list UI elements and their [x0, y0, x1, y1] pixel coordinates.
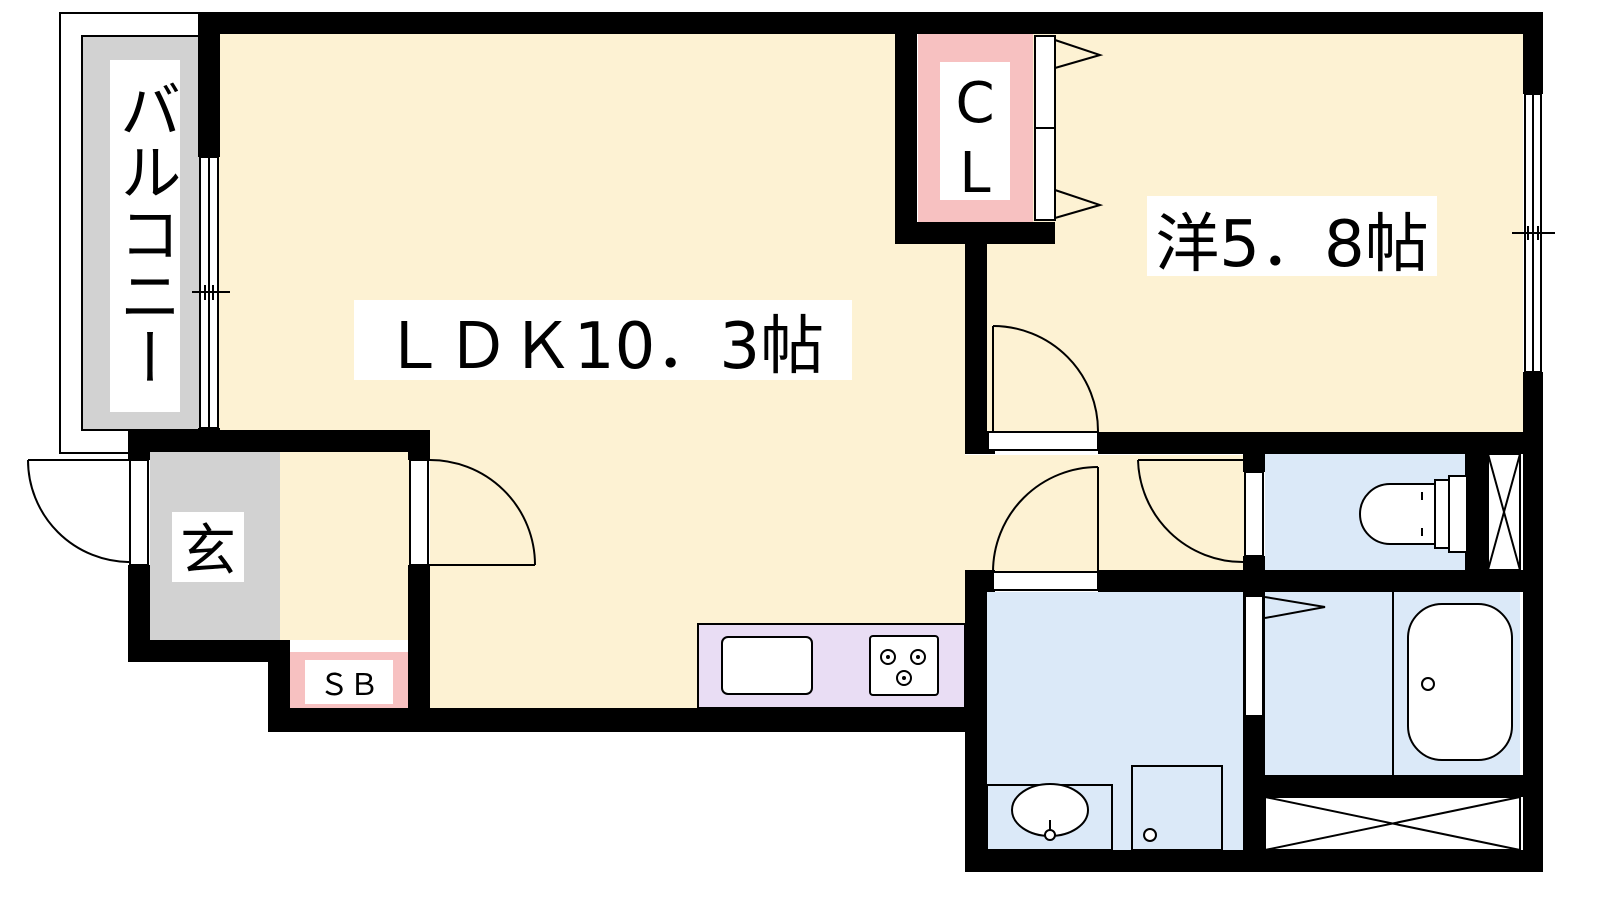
entrance-label-bg: [172, 512, 244, 582]
toilet-fixture: [1359, 475, 1468, 553]
closet-label-l: L: [959, 141, 990, 206]
windows: [192, 93, 1555, 429]
entrance-label: 玄: [180, 519, 236, 584]
kitchen-counter: [697, 623, 966, 709]
walls: [128, 12, 1543, 872]
toilet-storage: [1487, 453, 1521, 571]
balcony-label-bg: [110, 60, 180, 412]
closet-label-c: C: [955, 71, 994, 136]
western-label-bg: [1147, 196, 1437, 276]
closet-doors: [1034, 35, 1104, 221]
doors: [27, 325, 1326, 717]
hall-floor: [280, 452, 410, 640]
storage-cross: [1264, 796, 1521, 851]
balcony-label: バルコニー: [109, 78, 182, 388]
ldk-label: ＬＤＫ10．3帖: [382, 310, 824, 384]
washing-machine-space: [1131, 765, 1223, 851]
shoe-box-label-bg: [305, 660, 393, 704]
shoe-box-label: ＳＢ: [319, 668, 379, 703]
ldk-label-bg: [354, 300, 852, 380]
western-label: 洋5．8帖: [1155, 208, 1428, 282]
washbasin: [986, 783, 1113, 851]
closet-label-bg: [940, 62, 1010, 200]
bathtub: [1392, 592, 1513, 775]
